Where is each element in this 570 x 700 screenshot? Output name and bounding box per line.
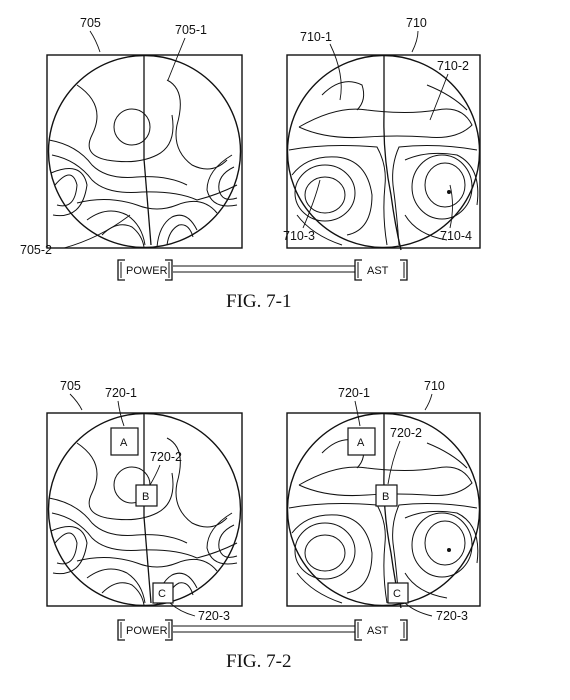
region-710-2-label: 710-2 xyxy=(437,59,469,73)
point-ref-720-2-right: 720-2 xyxy=(390,426,422,440)
region-710-3-label: 710-3 xyxy=(283,229,315,243)
link-bar xyxy=(173,265,355,273)
left-point-b[interactable] xyxy=(135,484,158,507)
figure-7-2: 705 720-1 A 720-2 B C 720-3 710 720-1 A … xyxy=(46,379,481,672)
right-point-b[interactable] xyxy=(375,484,398,507)
region-710-1-label: 710-1 xyxy=(300,30,332,44)
region-705-1-label: 705-1 xyxy=(175,23,207,37)
power-button[interactable]: POWER xyxy=(117,259,173,281)
figure-7-2-caption: FIG. 7-2 xyxy=(226,651,291,672)
right-ast-map-2 xyxy=(286,412,481,609)
left-point-a-label: A xyxy=(120,437,128,449)
figure-7-1: 705 705-1 705-2 710 710-1 710-2 710-3 71… xyxy=(20,16,481,312)
left-power-map-2 xyxy=(46,412,243,607)
point-ref-720-1-right: 720-1 xyxy=(338,386,370,400)
left-panel-ref-label-2: 705 xyxy=(60,379,81,393)
region-705-2-label: 705-2 xyxy=(20,243,52,257)
point-ref-720-3-left: 720-3 xyxy=(198,609,230,623)
right-point-c[interactable] xyxy=(387,582,409,604)
left-point-c[interactable] xyxy=(152,582,174,604)
region-710-4-label: 710-4 xyxy=(440,229,472,243)
right-ast-map xyxy=(286,54,481,251)
point-ref-720-2-left: 720-2 xyxy=(150,450,182,464)
power-button-label: POWER xyxy=(126,265,168,277)
power-button-2[interactable]: POWER xyxy=(117,619,173,641)
right-point-c-label: C xyxy=(393,588,401,600)
ast-button-label-2: AST xyxy=(367,625,389,637)
right-point-b-label: B xyxy=(382,491,389,503)
left-point-b-label: B xyxy=(142,491,149,503)
link-bar-2 xyxy=(173,625,355,633)
left-panel-ref-label: 705 xyxy=(80,16,101,30)
power-button-label-2: POWER xyxy=(126,625,168,637)
right-panel-ref-label-2: 710 xyxy=(424,379,445,393)
left-point-c-label: C xyxy=(158,588,166,600)
left-point-a[interactable] xyxy=(110,427,139,456)
ast-button[interactable]: AST xyxy=(354,259,408,281)
point-ref-720-3-right: 720-3 xyxy=(436,609,468,623)
ast-button-2[interactable]: AST xyxy=(354,619,408,641)
left-power-map xyxy=(46,54,243,249)
ast-button-label: AST xyxy=(367,265,389,277)
right-panel-ref-label: 710 xyxy=(406,16,427,30)
figure-7-1-caption: FIG. 7-1 xyxy=(226,291,291,312)
right-point-a[interactable] xyxy=(347,427,376,456)
point-ref-720-1-left: 720-1 xyxy=(105,386,137,400)
right-point-a-label: A xyxy=(357,437,365,449)
